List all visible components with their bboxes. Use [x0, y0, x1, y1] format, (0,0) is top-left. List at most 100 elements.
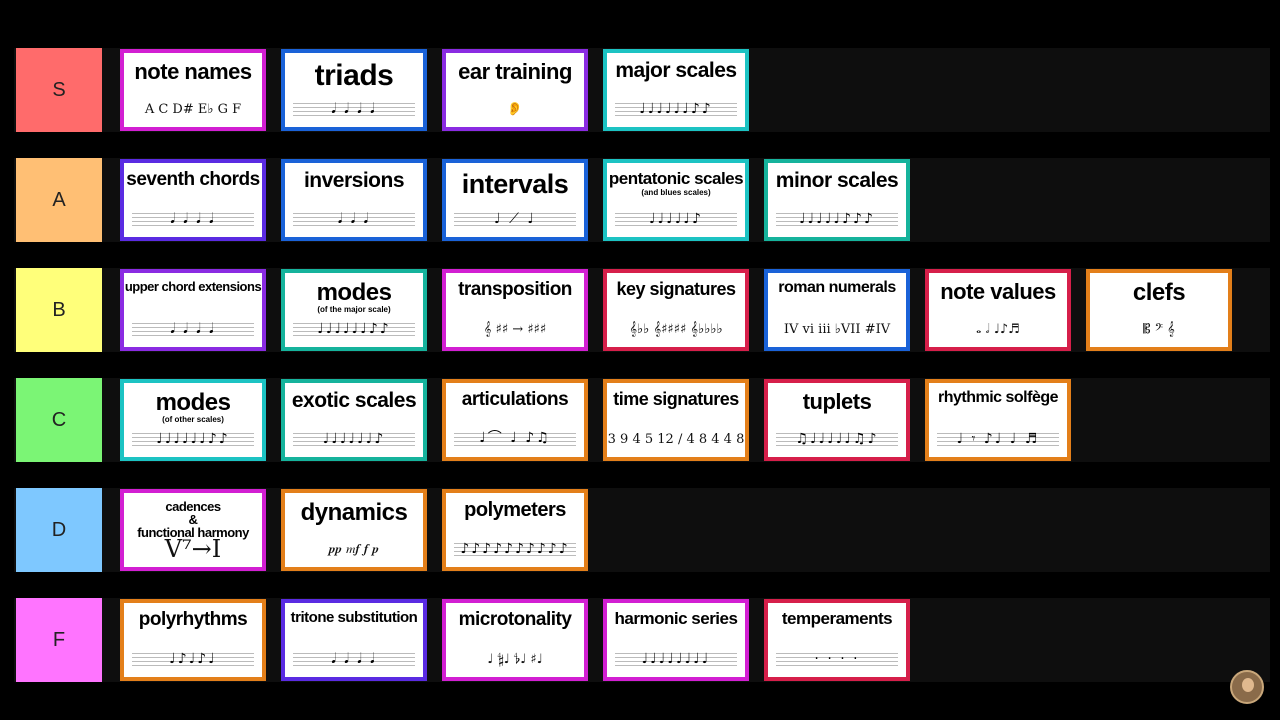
topic-card[interactable]: inversions𝅘𝅥 𝅘𝅥 𝅘𝅥	[281, 159, 427, 241]
topic-card[interactable]: transposition 𝄞 ♯♯ → ♯♯♯	[442, 269, 588, 351]
staff-notes: ♪♪♪♪♪♪♪♪♪♪	[460, 541, 570, 557]
topic-card[interactable]: minor scales♩♩♩♩♩♪♪♪	[764, 159, 910, 241]
topic-card[interactable]: intervals♩ ⟋ ♩	[442, 159, 588, 241]
music-staff	[615, 103, 737, 119]
topic-card[interactable]: microtonality ♩ 𝄲♩ 𝄳♩ ♯♩	[442, 599, 588, 681]
topic-card[interactable]: modes(of the major scale)♩♩♩♩♩♩♪♪	[281, 269, 427, 351]
card-notation: 𝄡 𝄢 𝄞	[1143, 322, 1175, 337]
topic-card[interactable]: temperaments · · · ·	[764, 599, 910, 681]
card-subtitle: (of the major scale)	[317, 305, 391, 314]
tier-label: A	[16, 158, 102, 242]
card-title: pentatonic scales	[608, 169, 744, 188]
card-title: major scales	[615, 59, 737, 82]
card-title: key signatures	[616, 279, 736, 299]
tier-label: C	[16, 378, 102, 462]
topic-card[interactable]: tritone substitution 𝅘𝅥 𝅘𝅥 𝅘𝅥 𝅘𝅥	[281, 599, 427, 681]
card-title: temperaments	[781, 609, 893, 628]
card-notation: IV vi iii ♭VII #IV	[783, 322, 891, 337]
card-title: intervals	[461, 169, 569, 199]
card-title: microtonality	[458, 609, 572, 630]
card-title: harmonic series	[614, 609, 738, 628]
card-notation: 𝆏𝆏 𝆐𝆑 𝆑 𝆏	[329, 542, 379, 557]
card-title: ear training	[458, 59, 572, 84]
topic-card[interactable]: harmonic series♩♩♩♩♩♩♩♩	[603, 599, 749, 681]
card-title: polymeters	[464, 499, 566, 521]
staff-notes: 𝅘𝅥 𝅘𝅥 𝅘𝅥 𝅘𝅥	[170, 211, 216, 227]
card-title: note names	[134, 59, 252, 84]
staff-notes: ♩♩♩♩♩♪	[649, 211, 703, 227]
topic-card[interactable]: articulations♩⌒ ♩ ♪♫	[442, 379, 588, 461]
staff-notes: ♩♩♩♩♩♩♪♪	[639, 101, 713, 117]
card-title: seventh chords	[126, 169, 260, 190]
tier-label: D	[16, 488, 102, 572]
topic-card[interactable]: key signatures 𝄞♭♭ 𝄞♯♯♯♯ 𝄞♭♭♭♭	[603, 269, 749, 351]
music-staff	[776, 213, 898, 229]
topic-card[interactable]: rhythmic solfège♩ 𝄾 ♪♩ ♩ ♬	[925, 379, 1071, 461]
topic-card[interactable]: major scales ♩♩♩♩♩♩♪♪	[603, 49, 749, 131]
card-title: articulations	[461, 389, 569, 410]
card-notation: A C D# E♭ G F	[144, 102, 242, 117]
music-staff	[293, 653, 415, 669]
music-staff	[132, 323, 254, 339]
topic-card[interactable]: exotic scales♩♩♩♩♩♩♪	[281, 379, 427, 461]
music-staff	[776, 653, 898, 669]
music-staff	[132, 213, 254, 229]
card-title-line2: &	[188, 512, 198, 527]
topic-card[interactable]: clefs 𝄡 𝄢 𝄞	[1086, 269, 1232, 351]
avatar-face	[1242, 678, 1254, 692]
staff-notes: ♩♩♩♩♩♪♪♪	[799, 211, 875, 227]
staff-notes: 𝅘𝅥 𝅘𝅥 𝅘𝅥 𝅘𝅥	[331, 101, 377, 117]
card-title: roman numerals	[778, 279, 896, 296]
music-staff	[615, 653, 737, 669]
card-title: inversions	[303, 169, 405, 192]
topic-card[interactable]: polymeters ♪♪♪♪♪♪♪♪♪♪	[442, 489, 588, 571]
music-staff	[454, 433, 576, 449]
music-staff	[293, 433, 415, 449]
music-staff	[132, 653, 254, 669]
music-staff	[293, 103, 415, 119]
music-staff	[615, 213, 737, 229]
topic-card[interactable]: ear training 👂	[442, 49, 588, 131]
card-title: clefs	[1132, 279, 1186, 306]
topic-card[interactable]: note names A C D# E♭ G F	[120, 49, 266, 131]
channel-avatar[interactable]	[1230, 670, 1264, 704]
topic-card[interactable]: roman numerals IV vi iii ♭VII #IV	[764, 269, 910, 351]
card-notation: 👂	[506, 102, 524, 117]
topic-card[interactable]: pentatonic scales(and blues scales)♩♩♩♩♩…	[603, 159, 749, 241]
card-title: exotic scales	[291, 389, 417, 412]
topic-card[interactable]: note values𝅝 𝅗𝅥 ♩♪♬	[925, 269, 1071, 351]
card-notation: 𝄞♭♭ 𝄞♯♯♯♯ 𝄞♭♭♭♭	[629, 322, 723, 337]
card-notation: 𝄞 ♯♯ → ♯♯♯	[483, 322, 547, 337]
card-notation: V⁷→I	[164, 535, 222, 563]
staff-notes: 𝅘𝅥 𝅘𝅥 𝅘𝅥 𝅘𝅥	[331, 651, 377, 667]
card-notation: ♩ 𝄲♩ 𝄳♩ ♯♩	[487, 652, 543, 667]
topic-card[interactable]: triads 𝅘𝅥 𝅘𝅥 𝅘𝅥 𝅘𝅥	[281, 49, 427, 131]
tier-label: S	[16, 48, 102, 132]
topic-card[interactable]: tuplets♫♩♩♩♩♩♫♪	[764, 379, 910, 461]
card-title: modes	[155, 389, 231, 416]
card-title: time signatures	[613, 389, 739, 409]
staff-notes: · · · ·	[814, 651, 860, 667]
topic-card[interactable]: upper chord extensions 𝅘𝅥 𝅘𝅥 𝅘𝅥 𝅘𝅥	[120, 269, 266, 351]
card-title: modes	[316, 279, 392, 306]
card-subtitle: (of other scales)	[162, 415, 224, 424]
topic-card[interactable]: modes(of other scales)♩♩♩♩♩♩♪♪	[120, 379, 266, 461]
topic-card[interactable]: dynamics𝆏𝆏 𝆐𝆑 𝆑 𝆏	[281, 489, 427, 571]
topic-card[interactable]: seventh chords 𝅘𝅥 𝅘𝅥 𝅘𝅥 𝅘𝅥	[120, 159, 266, 241]
card-title: tritone substitution	[290, 609, 418, 626]
staff-notes: ♩♪♩♪♩	[169, 651, 217, 667]
card-title: triads	[314, 59, 394, 92]
card-title: rhythmic solfège	[937, 389, 1059, 406]
staff-notes: 𝅘𝅥 𝅘𝅥 𝅘𝅥 𝅘𝅥	[170, 321, 216, 337]
card-title: note values	[940, 279, 1056, 304]
card-title: upper chord extensions	[124, 279, 262, 294]
topic-card[interactable]: polyrhythms♩♪♩♪♩	[120, 599, 266, 681]
music-staff	[132, 433, 254, 449]
card-title: transposition	[458, 279, 572, 300]
